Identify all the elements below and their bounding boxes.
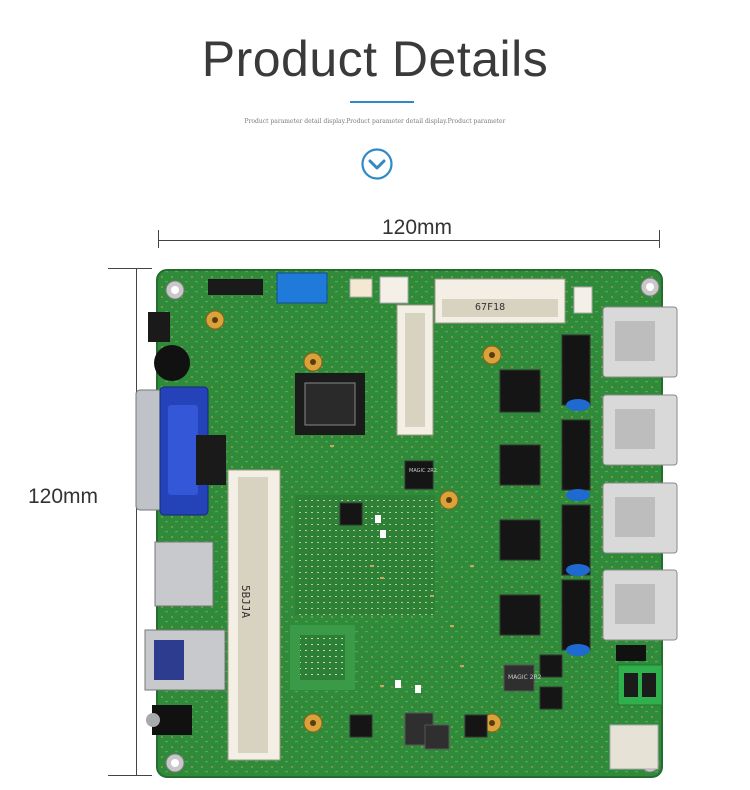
page-subtitle: Product parameter detail display.Product… bbox=[244, 118, 506, 125]
chevron-down-icon[interactable] bbox=[360, 147, 394, 181]
motherboard-image: 67F18 5BJJA MAGIC 2R2 MAGIC 2R bbox=[135, 269, 678, 778]
width-dimension-tick-right bbox=[659, 230, 660, 248]
inductor-label-1: MAGIC 2R2 bbox=[508, 674, 542, 681]
width-dimension-line bbox=[158, 240, 660, 241]
height-dimension-line bbox=[136, 268, 137, 775]
height-dimension-tick-top bbox=[108, 268, 152, 269]
width-dimension-tick-left bbox=[158, 230, 159, 248]
height-dimension-tick-bottom bbox=[108, 775, 152, 776]
width-dimension-label: 120mm bbox=[382, 216, 453, 239]
dimm-slot-label: 5BJJA bbox=[239, 585, 252, 618]
inductor-label-2: MAGIC 2R2 bbox=[409, 468, 437, 474]
slot-label: 67F18 bbox=[475, 302, 505, 313]
height-dimension-label: 120mm bbox=[28, 485, 99, 508]
title-underline bbox=[350, 101, 414, 103]
page-title: Product Details bbox=[201, 31, 549, 87]
